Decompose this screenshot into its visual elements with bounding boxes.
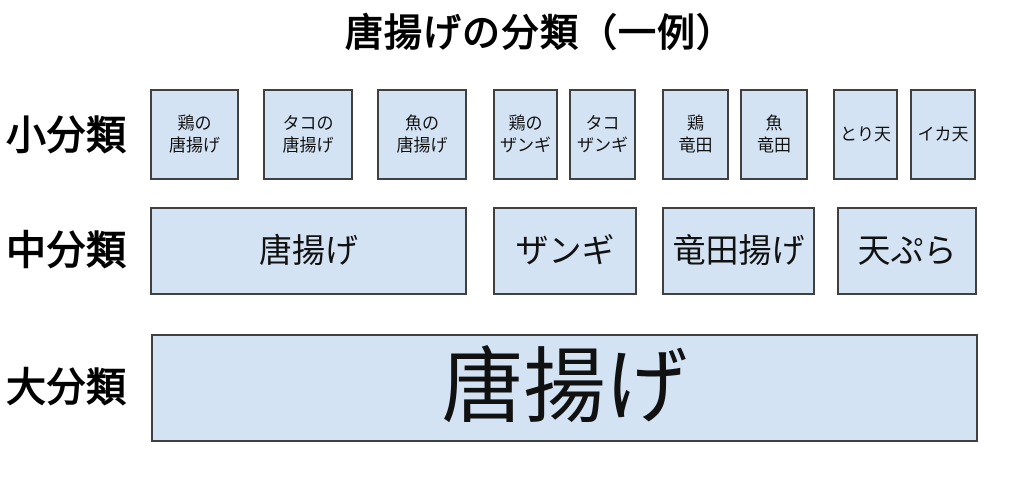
box-ikaten: イカ天	[910, 89, 976, 180]
diagram-title: 唐揚げの分類（一例）	[344, 13, 735, 55]
box-chicken-zangi: 鶏の ザンギ	[493, 89, 558, 180]
box-tempura-medium: 天ぷら	[837, 207, 977, 295]
box-chicken-karaage: 鶏の 唐揚げ	[150, 89, 239, 180]
box-octopus-karaage-label: タコの 唐揚げ	[282, 113, 334, 155]
box-karaage-medium-label: 唐揚げ	[259, 232, 358, 269]
box-tatsutaage-medium: 竜田揚げ	[662, 207, 815, 295]
box-tempura-medium-label: 天ぷら	[857, 232, 957, 269]
box-fish-karaage: 魚の 唐揚げ	[377, 89, 467, 180]
row-label-medium-classification: 中分類	[6, 229, 126, 273]
box-octopus-zangi: タコ ザンギ	[569, 89, 636, 180]
box-octopus-karaage: タコの 唐揚げ	[263, 89, 353, 180]
box-chicken-tatsuta: 鶏 竜田	[662, 89, 729, 180]
row-label-large-classification: 大分類	[6, 366, 126, 410]
box-octopus-zangi-label: タコ ザンギ	[577, 113, 628, 155]
box-toriten: とり天	[833, 89, 898, 180]
row-label-small-classification: 小分類	[6, 114, 126, 158]
box-chicken-tatsuta-label: 鶏 竜田	[678, 113, 713, 155]
box-ikaten-label: イカ天	[917, 124, 969, 144]
box-karaage-medium: 唐揚げ	[150, 207, 467, 295]
box-toriten-label: とり天	[840, 124, 891, 144]
box-karaage-large: 唐揚げ	[151, 334, 978, 442]
box-tatsutaage-medium-label: 竜田揚げ	[672, 232, 805, 269]
box-zangi-medium-label: ザンギ	[515, 232, 615, 269]
box-chicken-zangi-label: 鶏の ザンギ	[500, 113, 551, 155]
box-karaage-large-label: 唐揚げ	[441, 342, 688, 433]
box-zangi-medium: ザンギ	[493, 207, 637, 295]
box-fish-tatsuta: 魚 竜田	[740, 89, 808, 180]
box-fish-tatsuta-label: 魚 竜田	[757, 113, 791, 155]
box-chicken-karaage-label: 鶏の 唐揚げ	[169, 113, 220, 155]
box-fish-karaage-label: 魚の 唐揚げ	[396, 113, 448, 155]
